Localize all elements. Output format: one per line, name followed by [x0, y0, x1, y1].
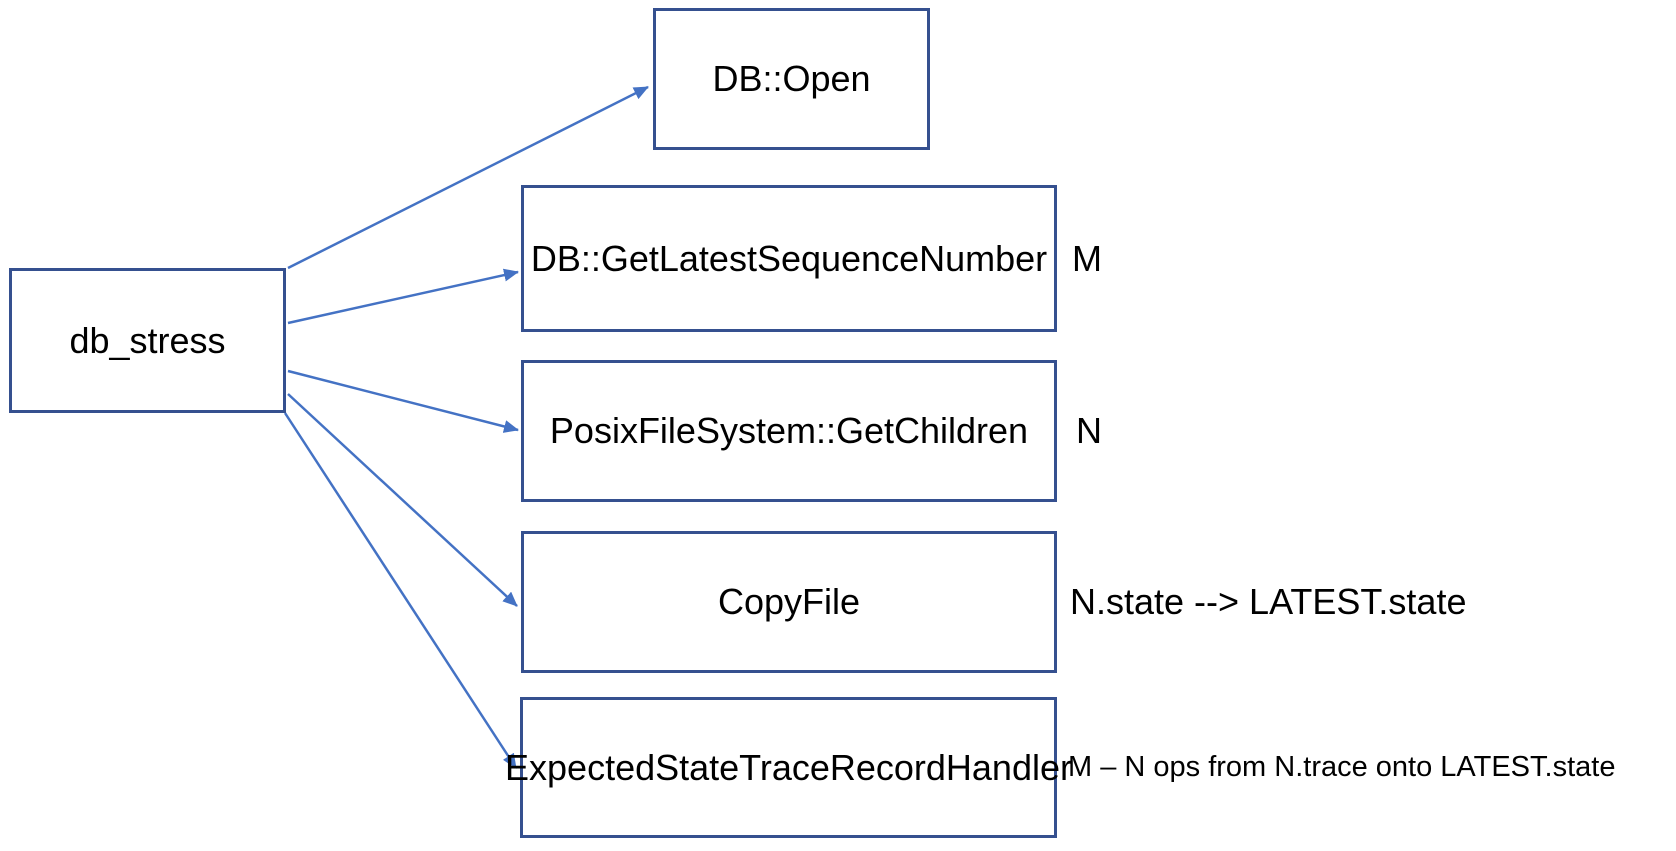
node-db-stress-label: db_stress — [69, 319, 226, 361]
node-copy-file: CopyFile — [521, 531, 1057, 673]
node-expected-state-trace-record-handler: ExpectedStateTraceRecordHandler — [505, 697, 1072, 838]
annotation-expected-state-trace-record-handler: M – N ops from N.trace onto LATEST.state — [1068, 751, 1616, 783]
annotation-get-children: N — [1076, 410, 1102, 451]
node-expected-state-trace-record-handler-label: ExpectedStateTraceRecordHandler — [505, 746, 1072, 788]
node-copy-file-label: CopyFile — [717, 581, 861, 622]
node-get-latest-sequence-number-label: DB::GetLatestSequenceNumber — [530, 237, 1048, 279]
node-db-stress: db_stress — [9, 268, 286, 413]
arrow-db-stress-to-get-latest-sequence-number — [287, 268, 519, 325]
arrow-db-stress-to-get-children — [287, 369, 519, 433]
node-get-children: PosixFileSystem::GetChildren — [521, 360, 1057, 502]
annotation-copy-file: N.state --> LATEST.state — [1070, 581, 1467, 622]
node-db-open: DB::Open — [653, 8, 930, 150]
arrow-db-stress-to-expected-state-trace-record-handler — [283, 412, 518, 769]
node-get-children-label: PosixFileSystem::GetChildren — [549, 410, 1029, 451]
arrow-db-stress-to-copy-file — [287, 393, 518, 607]
node-get-latest-sequence-number: DB::GetLatestSequenceNumber — [521, 185, 1057, 332]
arrow-db-stress-to-db-open — [287, 85, 649, 270]
annotation-get-latest-sequence-number: M — [1072, 237, 1102, 279]
node-db-open-label: DB::Open — [712, 58, 871, 99]
